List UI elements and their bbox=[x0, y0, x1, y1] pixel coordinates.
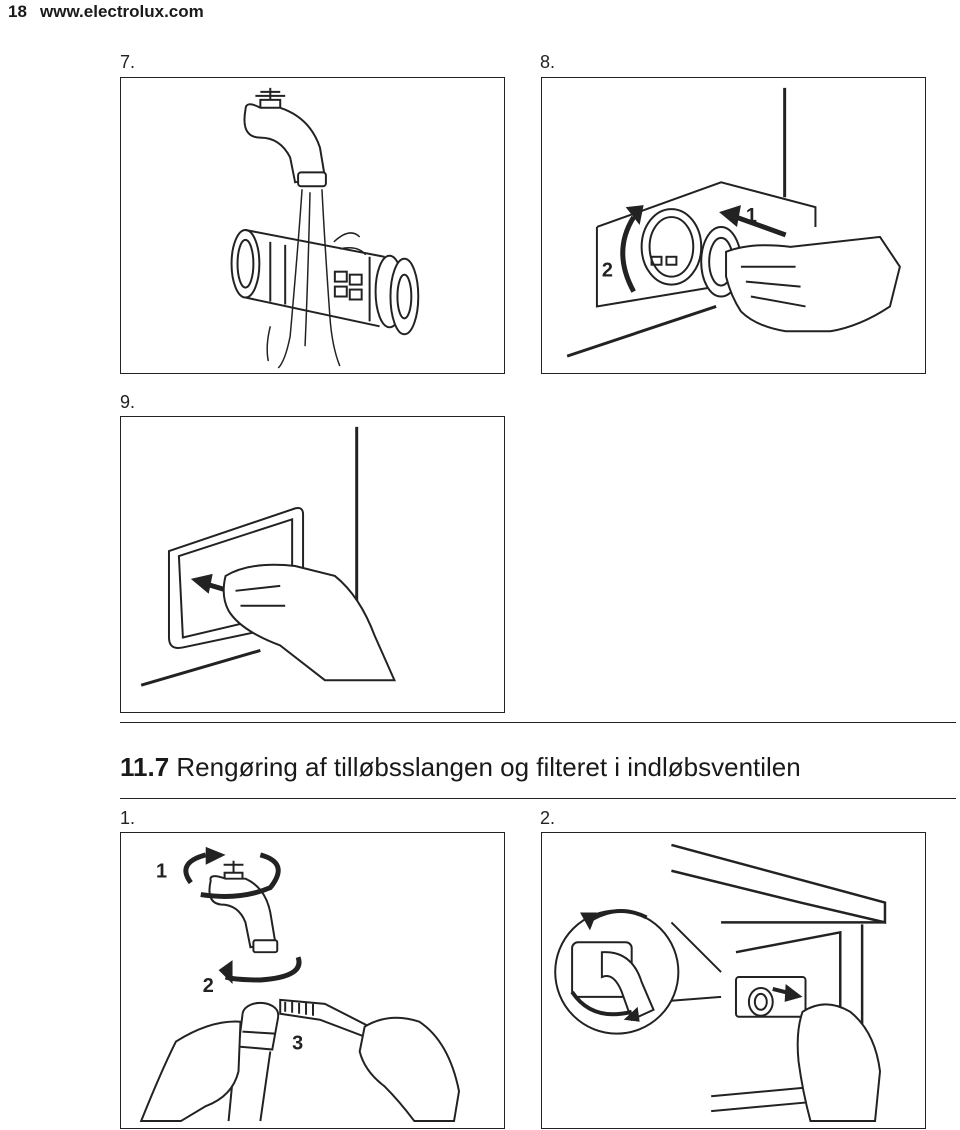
rotate-arrow-icon bbox=[183, 852, 302, 983]
section-rule-top bbox=[120, 722, 956, 723]
push-arrow-icon bbox=[719, 205, 787, 238]
rotate-arrow-icon bbox=[620, 205, 644, 293]
step-label-9: 9. bbox=[120, 392, 136, 412]
hand-icon bbox=[139, 1016, 461, 1123]
illustration-rinse-filter bbox=[120, 77, 505, 374]
callout-1: 1 bbox=[156, 861, 167, 883]
section-number: 11.7 bbox=[120, 752, 170, 782]
clean-hose-drawing: 1 2 3 bbox=[139, 846, 461, 1123]
callout-2: 2 bbox=[203, 975, 214, 997]
water-stream bbox=[266, 189, 367, 369]
tap-icon bbox=[243, 87, 327, 188]
appliance-edge bbox=[140, 426, 359, 687]
callout-1: 1 bbox=[746, 205, 757, 227]
section-rule-bottom bbox=[120, 798, 956, 799]
illustration-insert-filter: 1 2 bbox=[541, 77, 926, 374]
illustration-close-flap bbox=[120, 416, 505, 713]
remove-arrow-icon bbox=[772, 983, 803, 1002]
drain-filter-icon bbox=[230, 228, 420, 336]
step-label-8: 8. bbox=[540, 52, 556, 72]
illustration-clean-valve-filter bbox=[541, 832, 926, 1129]
hand-icon bbox=[796, 1003, 882, 1123]
callout-2: 2 bbox=[602, 260, 613, 282]
clean-valve-filter-drawing bbox=[554, 843, 887, 1123]
section-title-text: Rengøring af tilløbsslangen og filteret … bbox=[176, 752, 801, 782]
hand-icon bbox=[725, 235, 901, 333]
hand-icon bbox=[222, 563, 396, 682]
arrow-head-icon bbox=[205, 846, 226, 865]
page-number: 18 bbox=[8, 2, 27, 21]
close-flap-drawing bbox=[140, 426, 396, 687]
step-label-7: 7. bbox=[120, 52, 136, 72]
website-url[interactable]: www.electrolux.com bbox=[40, 2, 204, 21]
callout-3: 3 bbox=[292, 1033, 303, 1055]
step-label-1: 1. bbox=[120, 808, 136, 828]
tap-icon bbox=[208, 860, 279, 954]
section-heading: 11.7 Rengøring af tilløbsslangen og filt… bbox=[120, 752, 801, 783]
brush-icon bbox=[279, 998, 371, 1038]
rinse-filter-drawing bbox=[230, 87, 420, 369]
arrow-head-icon bbox=[623, 1006, 640, 1022]
illustration-clean-hose: 1 2 3 bbox=[120, 832, 505, 1129]
arrow-head-icon bbox=[580, 912, 597, 931]
step-label-2: 2. bbox=[540, 808, 556, 828]
appliance-edge bbox=[566, 87, 787, 358]
arrow-head-icon bbox=[218, 960, 233, 984]
filter-flap-icon bbox=[595, 181, 817, 308]
insert-filter-drawing: 1 2 bbox=[566, 87, 901, 358]
